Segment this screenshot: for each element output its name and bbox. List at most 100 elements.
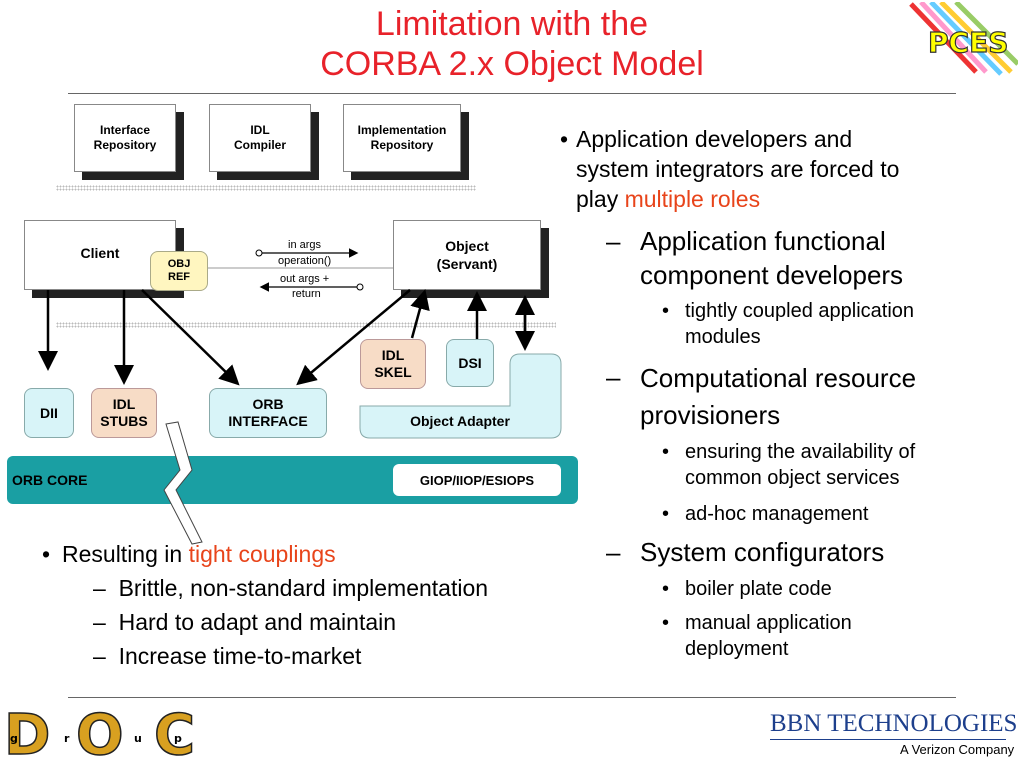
title-line-1: Limitation with the xyxy=(375,5,649,43)
role-1-sub-1: • tightly coupled application modules xyxy=(662,298,1012,350)
orb-core-label: ORB CORE xyxy=(12,472,88,488)
implementation-repository-label-2: Repository xyxy=(370,138,434,152)
dsi-label: DSI xyxy=(458,354,482,371)
separator-dots-1 xyxy=(56,185,476,191)
dash-2: – xyxy=(93,609,119,635)
role-2-sub-1-dot: • xyxy=(662,441,670,463)
interface-repository-label-1: Interface xyxy=(99,123,151,137)
in-args-label: in args xyxy=(288,239,322,251)
doc-logo-d: D xyxy=(4,703,50,766)
dii-box: DII xyxy=(24,388,74,438)
role-3-sub-2-dot: • xyxy=(662,612,670,634)
idl-compiler-label-2: Compiler xyxy=(233,138,286,152)
role-2-sub-2-dot: • xyxy=(662,503,670,525)
role-1-line-1: Application functional xyxy=(640,226,886,256)
slide-title: Limitation with the CORBA 2.x Object Mod… xyxy=(0,4,1024,84)
idl-skel-label-2: SKEL xyxy=(374,364,412,380)
obj-ref-label-1: OBJ xyxy=(167,258,191,270)
role-2-line-1: Computational resource xyxy=(640,363,917,393)
role-1-sub-1-dot: • xyxy=(662,300,670,322)
left-sub-1: – Brittle, non-standard implementation xyxy=(93,573,488,603)
doc-group-logo: D O C g r u p xyxy=(4,702,196,766)
bbn-underline xyxy=(770,739,1006,740)
right-bullet-main: • Application developers and system inte… xyxy=(560,124,1000,214)
operation-label: operation() xyxy=(278,255,332,267)
role-1-line-2: component developers xyxy=(640,260,904,290)
right-main-line-2: system integrators are forced to xyxy=(576,156,900,182)
role-2-sub-2-text: ad-hoc management xyxy=(685,503,869,525)
role-2-sub-1-line-2: common object services xyxy=(685,467,900,489)
implementation-repository-label-1: Implementation xyxy=(357,123,447,137)
idl-stubs-label-1: IDL xyxy=(112,396,136,412)
dash-3: – xyxy=(93,643,119,669)
role-3-sub-2-line-1: manual application xyxy=(685,612,852,634)
object-adapter-label: Object Adapter xyxy=(410,413,510,429)
role-3-sub-1-text: boiler plate code xyxy=(685,578,832,600)
top-rule xyxy=(68,93,956,94)
left-sub-3-text: Increase time-to-market xyxy=(118,643,362,669)
right-bullet-dot: • xyxy=(560,126,569,152)
right-main-highlight: multiple roles xyxy=(624,186,761,212)
servant-to-orb-interface-arrow xyxy=(296,289,411,386)
left-sub-2-text: Hard to adapt and maintain xyxy=(118,609,397,635)
doc-logo-c: C xyxy=(154,703,195,766)
doc-logo-g: g xyxy=(10,732,18,745)
idl-skel-label-1: IDL xyxy=(381,347,405,363)
role-3-dash: – xyxy=(606,537,621,567)
role-1: – Application functional component develo… xyxy=(606,224,1006,292)
left-bullet-dot: • xyxy=(42,541,51,567)
role-1-dash: – xyxy=(606,226,621,256)
role-3: – System configurators xyxy=(606,535,1006,569)
idl-stubs-label-2: STUBS xyxy=(100,413,148,429)
role-1-sub-1-line-1: tightly coupled application xyxy=(685,300,915,322)
left-bullet-main: • Resulting in tight couplings xyxy=(42,539,336,569)
dash-1: – xyxy=(93,575,119,601)
role-3-sub-1-dot: • xyxy=(662,578,670,600)
giop-box: GIOP/IIOP/ESIOPS xyxy=(393,464,561,496)
role-3-text: System configurators xyxy=(640,537,885,567)
orb-interface-label-2: INTERFACE xyxy=(228,413,308,429)
doc-logo-r: r xyxy=(64,732,70,745)
role-2-sub-2: • ad-hoc management xyxy=(662,501,1012,527)
pces-logo: PCES xyxy=(909,2,1018,76)
orb-interface-label-1: ORB xyxy=(252,396,284,412)
verizon-tagline: A Verizon Company xyxy=(900,742,1015,757)
client-to-orb-interface-arrow xyxy=(141,289,240,386)
pces-logo-text: PCES xyxy=(928,26,1008,59)
separator-dots-2 xyxy=(56,322,556,328)
doc-logo-p: p xyxy=(174,732,182,745)
doc-logo-o: O xyxy=(76,703,124,766)
right-main-line-3: play xyxy=(576,186,625,212)
in-args-origin xyxy=(255,249,263,257)
left-sub-1-text: Brittle, non-standard implementation xyxy=(118,575,489,601)
dii-label: DII xyxy=(40,404,58,421)
idl-compiler-label-1: IDL xyxy=(250,123,270,137)
object-adapter-shape xyxy=(359,353,562,439)
title-line-2: CORBA 2.x Object Model xyxy=(320,45,704,83)
break-bolt xyxy=(163,421,203,545)
left-bullet-main-text: Resulting in xyxy=(62,541,189,567)
object-label-2: (Servant) xyxy=(436,256,498,272)
bottom-rule xyxy=(68,697,956,698)
role-3-sub-1: • boiler plate code xyxy=(662,576,1012,602)
role-1-sub-1-line-2: modules xyxy=(685,326,761,348)
return-label: return xyxy=(292,288,321,300)
role-2-sub-1-line-1: ensuring the availability of xyxy=(685,441,916,463)
bbn-logo-text: BBN TECHNOLOGIES xyxy=(770,710,1018,737)
right-main-line-1: Application developers and xyxy=(576,126,853,152)
dsi-box: DSI xyxy=(446,339,494,387)
role-2-sub-1: • ensuring the availability of common obj… xyxy=(662,439,1012,491)
out-args-label: out args + xyxy=(280,273,330,285)
out-args-origin xyxy=(356,283,364,291)
left-sub-2: – Hard to adapt and maintain xyxy=(93,607,396,637)
role-2-dash: – xyxy=(606,362,621,392)
interface-repository-label-2: Repository xyxy=(93,138,157,152)
